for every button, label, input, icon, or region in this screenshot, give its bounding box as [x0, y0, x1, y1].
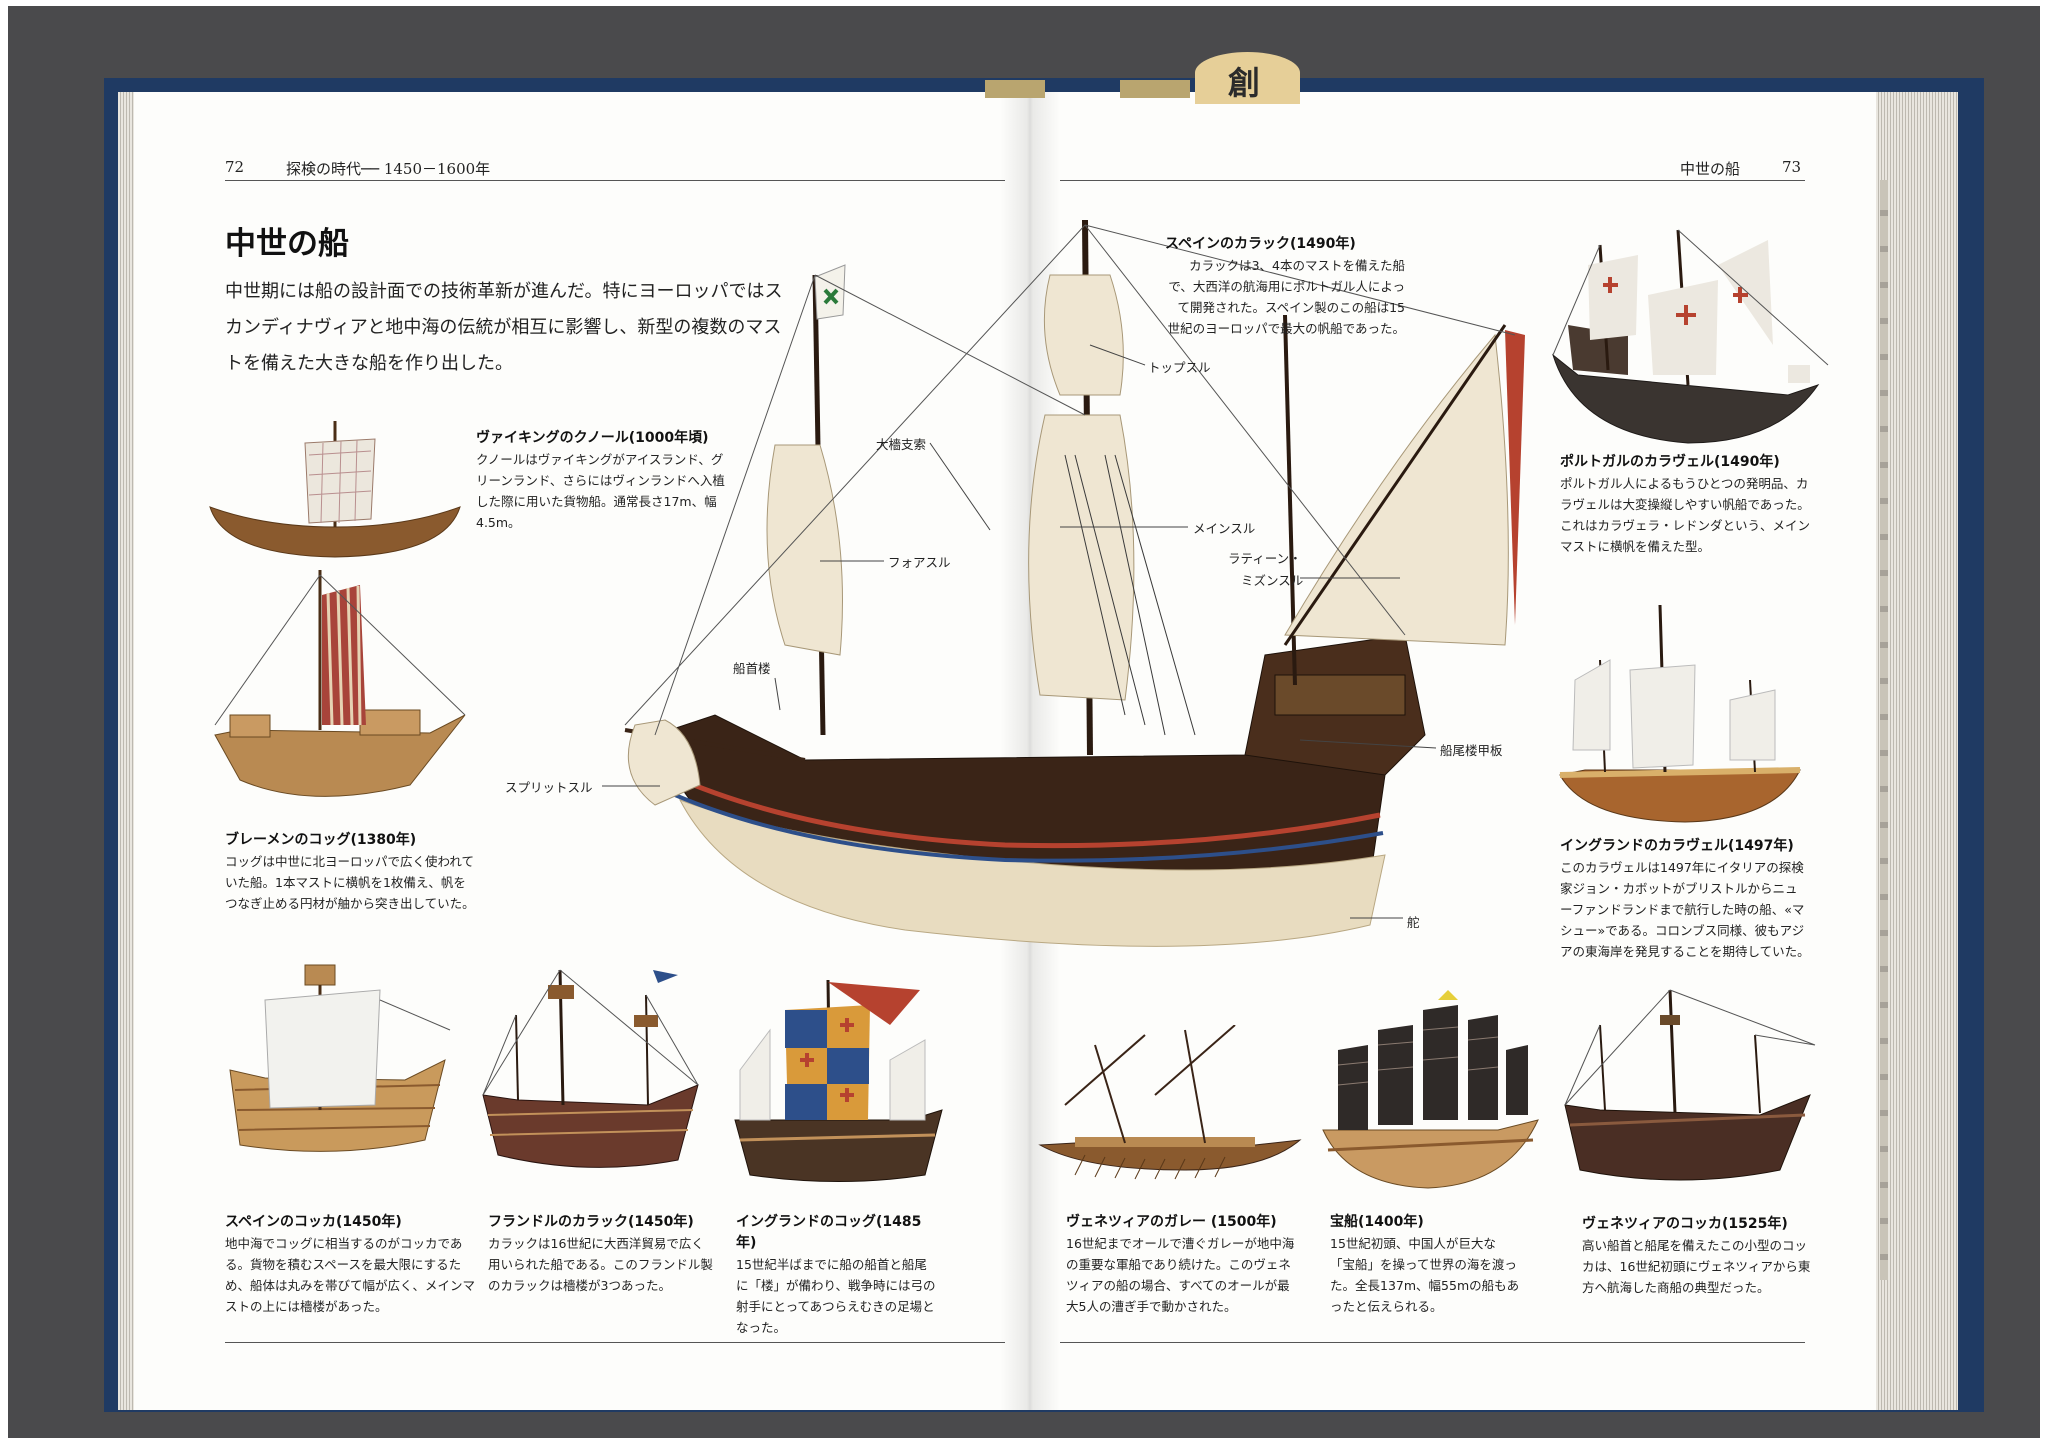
- caption-title: スペインのコッカ(1450年): [225, 1214, 402, 1230]
- caption-flanders: フランドルのカラック(1450年) カラックは16世紀に大西洋貿易で広く用いられ…: [488, 1212, 713, 1296]
- label-topsail: トップスル: [1148, 360, 1211, 375]
- caption-venice-cocca: ヴェネツィアのコッカ(1525年) 高い船首と船尾を備えたこの小型のコッカは、1…: [1582, 1214, 1812, 1298]
- caption-text: 15世紀半ばまでに船の船首と船尾に「楼」が備わり、戦争時には弓の射手にとってあつ…: [736, 1257, 936, 1335]
- caption-title: ブレーメンのコッグ(1380年): [225, 832, 417, 848]
- ribbon: [1120, 80, 1190, 98]
- header-rule: [1060, 180, 1805, 181]
- page-number-right: 73: [1782, 158, 1802, 176]
- caption-treasure: 宝船(1400年) 15世紀初頭、中国人が巨大な「宝船」を操って世界の海を渡った…: [1330, 1212, 1520, 1317]
- caption-bremen: ブレーメンのコッグ(1380年) コッグは中世に北ヨーロッパで広く使われていた船…: [225, 830, 475, 914]
- footer-rule: [225, 1342, 1005, 1343]
- label-mainstay: 大檣支索: [876, 437, 927, 452]
- caption-text: クノールはヴァイキングがアイスランド、グリーンランド、さらにはヴィンランドへ入植…: [476, 452, 725, 530]
- page-number-left: 72: [225, 158, 245, 176]
- running-head-left: 探検の時代── 1450－1600年: [286, 160, 491, 178]
- intro-text: 中世期には船の設計面での技術革新が進んだ。特にヨーロッパではスカンディナヴィアと…: [225, 281, 783, 374]
- caption-england-cog: イングランドのコッグ(1485年) 15世紀半ばまでに船の船首と船尾に「楼」が備…: [736, 1212, 936, 1338]
- label-mainsail: メインスル: [1193, 521, 1256, 536]
- caption-text: コッグは中世に北ヨーロッパで広く使われていた船。1本マストに横帆を1枚備え、帆を…: [225, 854, 475, 911]
- caption-spain-carrack: スペインのカラック(1490年) カラックは3、4本のマストを備えた船で、大西洋…: [1165, 234, 1405, 339]
- portuguese-caravel-image: [1548, 225, 1838, 450]
- label-foresail: フォアスル: [888, 555, 951, 570]
- caption-viking: ヴァイキングのクノール(1000年頃) クノールはヴァイキングがアイスランド、グ…: [476, 428, 726, 533]
- english-caravel-image: [1555, 600, 1805, 830]
- bremen-cog-image: [210, 565, 470, 815]
- caption-title: イングランドのコッグ(1485年): [736, 1214, 922, 1251]
- page-edges-left: [118, 92, 138, 1410]
- caption-title: フランドルのカラック(1450年): [488, 1214, 694, 1230]
- venetian-galley-image: [1035, 1025, 1305, 1185]
- ribbon: [985, 80, 1045, 98]
- caption-title: 宝船(1400年): [1330, 1214, 1424, 1230]
- header-rule: [225, 180, 1005, 181]
- caption-venice-galley: ヴェネツィアのガレー (1500年) 16世紀までオールで漕ぐガレーが地中海の重…: [1066, 1212, 1296, 1317]
- caption-text: ポルトガル人によるもうひとつの発明品、カラヴェルは大変操縦しやすい帆船であった。…: [1560, 476, 1811, 554]
- caption-title: スペインのカラック(1490年): [1165, 236, 1356, 252]
- caption-spain-cocca: スペインのコッカ(1450年) 地中海でコッグに相当するのがコッカである。貨物を…: [225, 1212, 475, 1317]
- caption-text: 15世紀初頭、中国人が巨大な「宝船」を操って世界の海を渡った。全長137m、幅5…: [1330, 1236, 1520, 1314]
- caption-text: 地中海でコッグに相当するのがコッカである。貨物を積むスペースを最大限にするため、…: [225, 1236, 476, 1314]
- caption-title: ヴェネツィアのガレー (1500年): [1066, 1214, 1277, 1230]
- spanish-cocca-image: [225, 960, 455, 1160]
- label-forecastle: 船首楼: [733, 661, 771, 676]
- label-spritsail: スプリットスル: [505, 780, 593, 795]
- caption-title: ヴァイキングのクノール(1000年頃): [476, 430, 709, 446]
- label-poop: 船尾楼甲板: [1440, 743, 1503, 758]
- index-tab-label: 創: [1228, 64, 1261, 102]
- caption-text: カラックは3、4本のマストを備えた船で、大西洋の航海用にポルトガル人によって開発…: [1167, 258, 1405, 336]
- label-rudder: 舵: [1407, 915, 1420, 930]
- viking-knarr-image: [205, 415, 465, 565]
- spanish-carrack-image: [505, 215, 1545, 965]
- caption-text: 高い船首と船尾を備えたこの小型のコッカは、16世紀初頭にヴェネツィアから東方へ航…: [1582, 1238, 1811, 1295]
- caption-text: カラックは16世紀に大西洋貿易で広く用いられた船である。このフランドル製のカラッ…: [488, 1236, 713, 1293]
- label-lateen: ラティーン・: [1228, 551, 1302, 566]
- english-cog-image: [730, 970, 950, 1190]
- venetian-cocca-image: [1560, 985, 1820, 1195]
- treasure-ship-image: [1318, 990, 1543, 1200]
- page-edge-markings: [1880, 180, 1888, 1280]
- footer-rule: [1060, 1342, 1805, 1343]
- running-head-right: 中世の船: [1680, 160, 1741, 178]
- caption-title: イングランドのカラヴェル(1497年): [1560, 838, 1794, 854]
- index-tab[interactable]: [1195, 52, 1300, 104]
- caption-england-caravel: イングランドのカラヴェル(1497年) このカラヴェルは1497年にイタリアの探…: [1560, 836, 1810, 962]
- caption-text: 16世紀までオールで漕ぐガレーが地中海の重要な軍船であり続けた。このヴェネツィア…: [1066, 1236, 1295, 1314]
- flemish-carrack-image: [478, 965, 708, 1180]
- caption-title: ヴェネツィアのコッカ(1525年): [1582, 1216, 1788, 1232]
- label-mizzen: ミズンスル: [1241, 573, 1304, 588]
- caption-title: ポルトガルのカラヴェル(1490年): [1560, 454, 1780, 470]
- caption-portugal: ポルトガルのカラヴェル(1490年) ポルトガル人によるもうひとつの発明品、カラ…: [1560, 452, 1810, 557]
- page-title: 中世の船: [225, 226, 349, 262]
- caption-text: このカラヴェルは1497年にイタリアの探検家ジョン・カボットがブリストルからニュ…: [1560, 860, 1810, 959]
